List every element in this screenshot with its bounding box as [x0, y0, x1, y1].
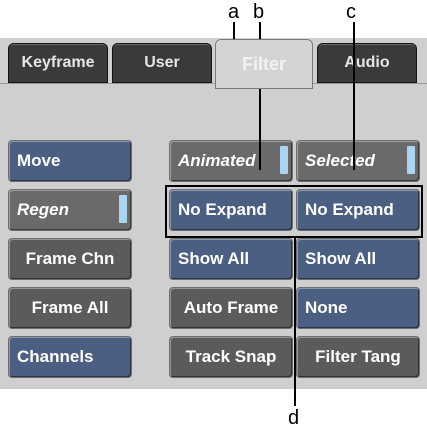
show-all-button-middle[interactable]: Show All — [170, 239, 292, 279]
animated-toggle[interactable]: Animated — [170, 141, 292, 181]
callout-d-line — [294, 238, 296, 406]
expand-label: No Expand — [178, 200, 267, 219]
channels-label: Channels — [17, 347, 94, 366]
toggle-indicator — [280, 146, 288, 174]
show-all-label: Show All — [178, 249, 250, 268]
tab-user[interactable]: User — [112, 43, 212, 83]
show-all-button-right[interactable]: Show All — [297, 239, 419, 279]
none-button[interactable]: None — [297, 288, 419, 328]
callout-b-label: b — [253, 1, 265, 23]
expand-label: No Expand — [305, 200, 394, 219]
expand-button-middle[interactable]: No Expand — [170, 190, 292, 230]
auto-frame-label: Auto Frame — [183, 298, 279, 317]
tab-label: Keyframe — [21, 54, 95, 71]
animated-label: Animated — [178, 151, 256, 170]
frame-all-button[interactable]: Frame All — [9, 288, 131, 328]
selected-toggle[interactable]: Selected — [297, 141, 419, 181]
regen-toggle[interactable]: Regen — [9, 190, 131, 230]
move-button[interactable]: Move — [9, 141, 131, 181]
tab-label: Filter — [241, 53, 286, 74]
tab-label: Audio — [344, 54, 390, 71]
toggle-indicator — [407, 146, 415, 174]
callout-b-line — [259, 22, 261, 170]
selected-label: Selected — [305, 151, 375, 170]
tab-filter[interactable]: Filter — [215, 39, 313, 89]
tab-label: User — [144, 54, 180, 71]
move-label: Move — [17, 151, 61, 170]
callout-c-label: c — [346, 1, 356, 23]
frame-all-label: Frame All — [31, 298, 109, 317]
tab-audio[interactable]: Audio — [317, 43, 417, 83]
frame-chn-button[interactable]: Frame Chn — [9, 239, 131, 279]
frame-chn-label: Frame Chn — [25, 249, 115, 268]
filter-tang-label: Filter Tang — [315, 347, 401, 366]
expand-highlight-box — [165, 185, 423, 238]
regen-label: Regen — [17, 200, 69, 219]
show-all-label: Show All — [305, 249, 377, 268]
tab-keyframe[interactable]: Keyframe — [8, 43, 108, 83]
callout-a-label: a — [228, 1, 240, 23]
track-snap-button[interactable]: Track Snap — [170, 337, 292, 377]
channels-button[interactable]: Channels — [9, 337, 131, 377]
callout-d-label: d — [288, 407, 300, 429]
none-label: None — [305, 298, 348, 317]
auto-frame-button[interactable]: Auto Frame — [170, 288, 292, 328]
toggle-indicator — [119, 195, 127, 223]
filter-tang-button[interactable]: Filter Tang — [297, 337, 419, 377]
tab-divider — [0, 83, 427, 84]
track-snap-label: Track Snap — [185, 347, 277, 366]
expand-button-right[interactable]: No Expand — [297, 190, 419, 230]
callout-c-line — [353, 22, 355, 170]
